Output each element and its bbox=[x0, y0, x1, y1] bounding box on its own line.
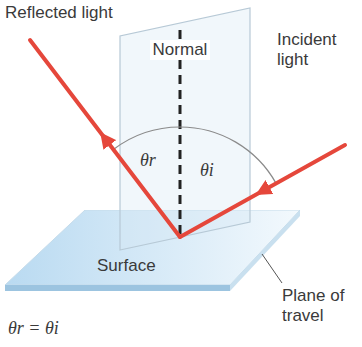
leader-line bbox=[262, 254, 282, 283]
ray-label: Reflected light bbox=[5, 3, 113, 23]
normal-line bbox=[179, 30, 182, 237]
ray-label: Incident light bbox=[277, 30, 355, 70]
normal-label: Normal bbox=[150, 40, 211, 60]
plane-of-travel bbox=[120, 8, 250, 250]
surface-label: Surface bbox=[97, 256, 156, 276]
angle-arc bbox=[113, 127, 276, 183]
angle-symbol: θi bbox=[200, 160, 214, 180]
plane-label: Plane of travel bbox=[282, 286, 358, 326]
reflected-ray bbox=[30, 40, 180, 237]
angle-symbol: θr bbox=[140, 150, 156, 170]
law-formula: θr = θi bbox=[8, 318, 59, 338]
